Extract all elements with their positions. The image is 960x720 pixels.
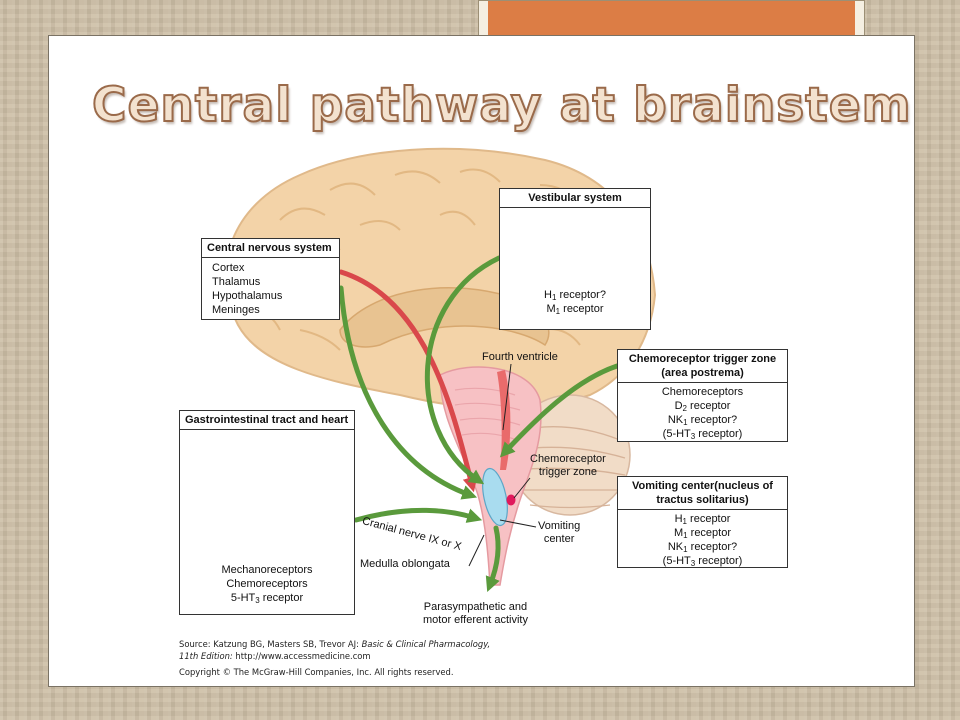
- ctz-label-line1: Chemoreceptor: [530, 453, 606, 465]
- vc-receptor-5ht3-text: receptor): [695, 555, 743, 567]
- pointer-lines: [468, 363, 537, 567]
- cns-item-thalamus: Thalamus: [212, 276, 261, 288]
- source-line1: Source: Katzung BG, Masters SB, Trevor A…: [179, 638, 490, 650]
- source-line1-title: Basic & Clinical Pharmacology,: [361, 639, 491, 649]
- ctz-receptor-d2-sub: 2: [682, 404, 687, 413]
- cns-box-list: Cortex Thalamus Hypothalamus Meninges: [202, 258, 339, 320]
- vc-receptor-nk1-text: receptor?: [687, 541, 738, 553]
- ctz-receptor-d2-name: D: [674, 400, 683, 412]
- ctz-box-title: Chemoreceptor trigger zone (area postrem…: [618, 350, 787, 383]
- vc-receptor-m1: M1 receptor: [618, 526, 787, 540]
- ctz-receptor-d2: D2 receptor: [618, 399, 787, 413]
- vomiting-center-title-line1: Vomiting center(nucleus of: [632, 480, 773, 492]
- vestibular-receptor-m1-sub: 1: [555, 307, 561, 316]
- copyright-line: Copyright © The McGraw-Hill Companies, I…: [179, 667, 454, 677]
- ctz-box: Chemoreceptor trigger zone (area postrem…: [617, 349, 788, 442]
- vomiting-center-label: Vomiting center: [538, 520, 580, 546]
- cns-item-cortex: Cortex: [212, 262, 245, 274]
- vc-receptor-m1-name: M: [673, 527, 684, 539]
- vestibular-box-title: Vestibular system: [500, 189, 650, 208]
- vestibular-receptor-h1-name: H: [544, 289, 552, 301]
- vestibular-image-space: [500, 208, 650, 288]
- ctz-box-title-line1: Chemoreceptor trigger zone: [628, 353, 777, 365]
- vc-receptor-5ht3: (5-HT3 receptor): [618, 554, 787, 568]
- vomiting-center-box-title: Vomiting center(nucleus of tractus solit…: [618, 477, 787, 510]
- ctz-receptor-5ht3: (5-HT3 receptor): [618, 427, 787, 441]
- cns-item-meninges: Meninges: [212, 304, 260, 316]
- ctz-receptor-nk1-text: receptor?: [687, 414, 738, 426]
- medulla-label: Medulla oblongata: [360, 558, 450, 570]
- gi-receptor-5ht3-name: 5-HT: [230, 592, 256, 604]
- vestibular-receptor-m1-name: M: [546, 303, 556, 315]
- gi-box-list: Mechanoreceptors Chemoreceptors 5-HT3 re…: [180, 563, 354, 605]
- vc-receptor-h1: H1 receptor: [618, 512, 787, 526]
- vestibular-receptor-m1: M1 receptor: [500, 302, 650, 316]
- ctz-box-title-line2: (area postrema): [661, 367, 744, 379]
- vc-receptor-m1-text: receptor: [687, 527, 732, 539]
- vc-receptor-5ht3-sub: 3: [690, 559, 696, 568]
- vestibular-receptor-h1-sub: 1: [551, 293, 557, 302]
- gi-receptor-mechano: Mechanoreceptors: [221, 564, 313, 576]
- vestibular-receptor-h1-text: receptor?: [556, 289, 606, 301]
- vomiting-center-box: Vomiting center(nucleus of tractus solit…: [617, 476, 788, 568]
- vestibular-box: Vestibular system H1 receptor? M1 recept…: [499, 188, 651, 330]
- cns-box-title: Central nervous system: [202, 239, 339, 258]
- vomiting-center-label-line1: Vomiting: [538, 520, 581, 532]
- vomiting-center-label-line2: center: [543, 533, 575, 545]
- vestibular-receptor-m1-text: receptor: [560, 303, 604, 315]
- gi-box: Gastrointestinal tract and heart Mechano…: [179, 410, 355, 615]
- source-line1-prefix: Source: Katzung BG, Masters SB, Trevor A…: [179, 639, 362, 649]
- vc-receptor-h1-sub: 1: [682, 517, 687, 526]
- ctz-receptor-5ht3-text: receptor): [695, 428, 743, 440]
- vc-receptor-nk1-name: NK: [667, 541, 684, 553]
- source-line2-url: http://www.accessmedicine.com: [232, 651, 371, 661]
- ctz-receptor-d2-text: receptor: [686, 400, 731, 412]
- gi-box-title: Gastrointestinal tract and heart: [180, 411, 354, 430]
- gi-receptor-5ht3-sub: 3: [255, 596, 260, 605]
- vomiting-center-list: H1 receptor M1 receptor NK1 receptor? (5…: [618, 510, 787, 568]
- ctz-receptor-nk1-sub: 1: [683, 418, 688, 427]
- ctz-receptor-5ht3-sub: 3: [690, 432, 696, 441]
- ctz-label: Chemoreceptor trigger zone: [530, 453, 606, 479]
- vc-receptor-h1-name: H: [674, 513, 683, 525]
- parasympathetic-label-line2: motor efferent activity: [423, 614, 528, 626]
- gi-receptor-5ht3: 5-HT3 receptor: [180, 591, 354, 605]
- cns-box: Central nervous system Cortex Thalamus H…: [201, 238, 340, 320]
- vc-receptor-nk1-sub: 1: [683, 545, 688, 554]
- pathway-arrows: [338, 255, 620, 592]
- fourth-ventricle-label: Fourth ventricle: [482, 351, 558, 363]
- vomiting-center-nucleus: [482, 467, 516, 527]
- source-line2: 11th Edition: http://www.accessmedicine.…: [179, 650, 490, 662]
- gi-receptor-chemo: Chemoreceptors: [226, 578, 308, 590]
- parasympathetic-label-line1: Parasympathetic and: [423, 601, 528, 613]
- vc-receptor-nk1: NK1 receptor?: [618, 540, 787, 554]
- slide-title: Central pathway at brainstem: [91, 77, 912, 134]
- ctz-label-line2: trigger zone: [538, 466, 597, 478]
- ctz-receptor-chemo: Chemoreceptors: [661, 386, 744, 398]
- parasympathetic-label: Parasympathetic and motor efferent activ…: [423, 601, 528, 627]
- vc-receptor-m1-sub: 1: [683, 531, 688, 540]
- vomiting-center-title-line2: tractus solitarius): [656, 494, 749, 506]
- vestibular-receptor-h1: H1 receptor?: [500, 288, 650, 302]
- vc-receptor-h1-text: receptor: [686, 513, 731, 525]
- gi-receptor-5ht3-text: receptor: [259, 592, 304, 604]
- vc-receptor-5ht3-name: (5-HT: [662, 555, 691, 567]
- ctz-receptor-5ht3-name: (5-HT: [662, 428, 691, 440]
- source-line2-edition: 11th Edition:: [179, 651, 233, 661]
- source-caption: Source: Katzung BG, Masters SB, Trevor A…: [179, 638, 490, 678]
- ctz-receptor-nk1: NK1 receptor?: [618, 413, 787, 427]
- cns-item-hypothalamus: Hypothalamus: [212, 290, 283, 302]
- ctz-box-list: Chemoreceptors D2 receptor NK1 receptor?…: [618, 383, 787, 441]
- ctz-receptor-nk1-name: NK: [667, 414, 684, 426]
